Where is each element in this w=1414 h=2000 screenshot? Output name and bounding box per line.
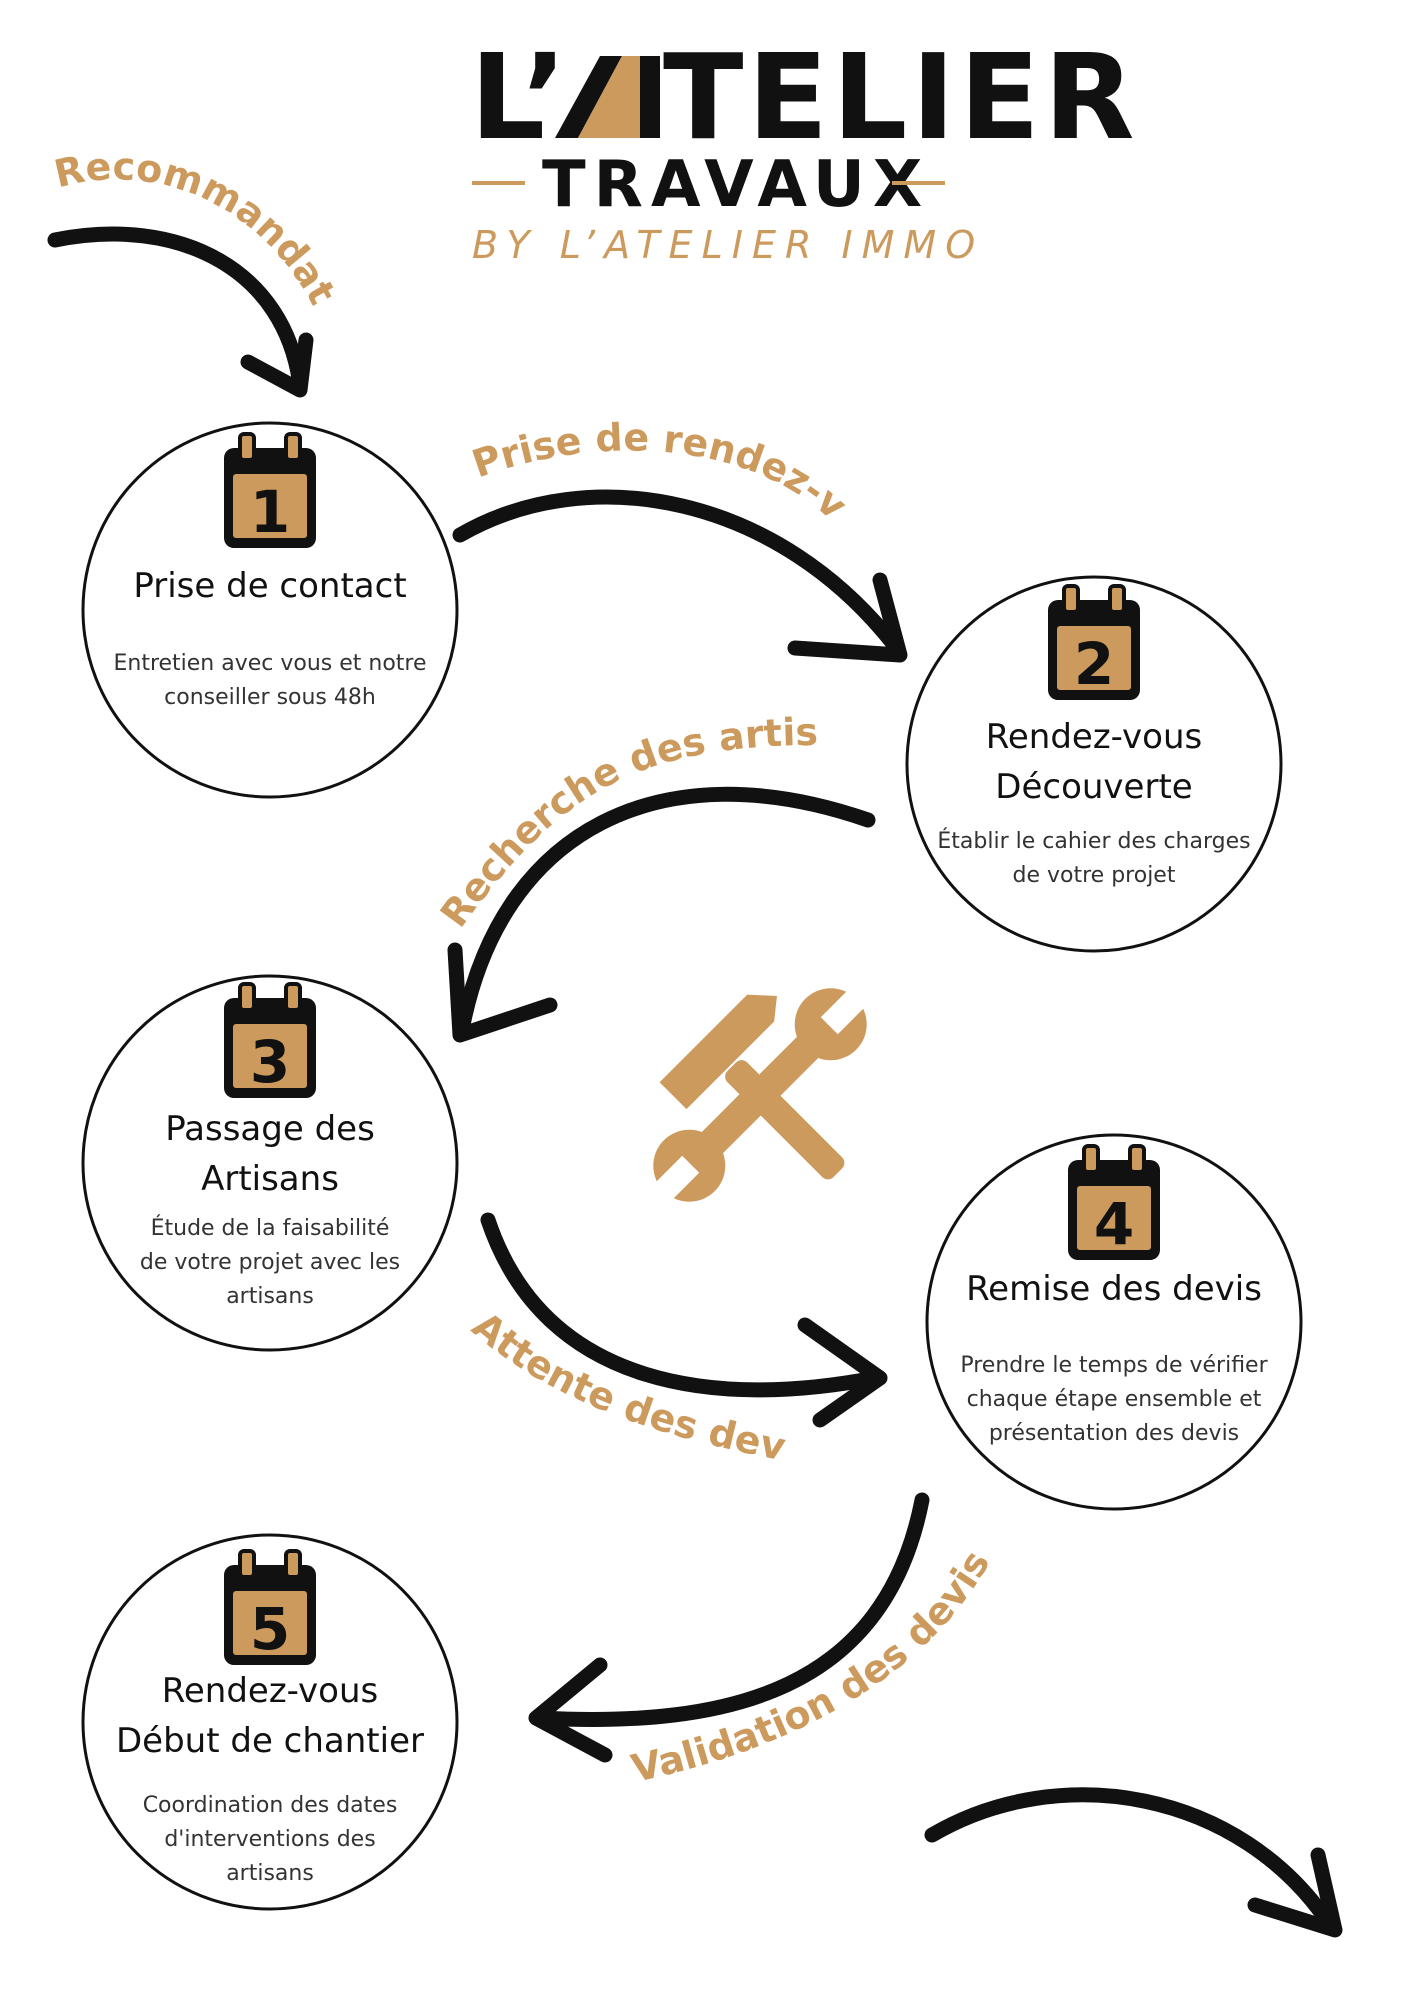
step-description: conseiller sous 48h <box>164 685 376 710</box>
step-circle <box>81 974 459 1352</box>
step-description: de votre projet avec les <box>140 1250 400 1275</box>
step-title: Passage des <box>165 1109 375 1149</box>
step-circle <box>905 575 1283 953</box>
step-title: Prise de contact <box>133 566 406 606</box>
step-description: présentation des devis <box>989 1421 1239 1446</box>
step-title: Début de chantier <box>116 1721 424 1761</box>
calendar-icon: 5 <box>224 1549 316 1665</box>
step-number: 5 <box>250 1595 290 1663</box>
step-description: artisans <box>226 1284 314 1309</box>
arrow-next <box>924 1787 1343 1938</box>
step-description: Prendre le temps de vérifier <box>960 1353 1268 1378</box>
logo-a-mark <box>555 56 660 138</box>
step-number: 3 <box>250 1028 290 1096</box>
step-number: 1 <box>250 478 290 546</box>
arrow-attente-devis <box>480 1212 888 1428</box>
step-title: Rendez-vous <box>162 1671 378 1711</box>
logo-prefix: L’ <box>470 28 571 166</box>
logo-rest: TELIER <box>663 28 1139 166</box>
step-title: Artisans <box>201 1159 339 1199</box>
step-title: Découverte <box>995 767 1192 807</box>
step-number: 2 <box>1074 630 1114 698</box>
calendar-icon: 1 <box>224 432 316 548</box>
step-title: Remise des devis <box>966 1269 1262 1309</box>
step-description: chaque étape ensemble et <box>967 1387 1262 1412</box>
step-number: 4 <box>1094 1190 1134 1258</box>
step-description: d'interventions des <box>164 1827 375 1852</box>
arrow-validation-devis <box>528 1492 930 1763</box>
calendar-icon: 4 <box>1068 1144 1160 1260</box>
step-description: artisans <box>226 1861 314 1886</box>
logo-travaux: TRAVAUX <box>542 148 930 222</box>
arrow-recherche-artisans <box>447 786 876 1043</box>
step-title: Rendez-vous <box>986 717 1202 757</box>
step-description: Étude de la faisabilité <box>151 1215 390 1241</box>
arrow-recommandation <box>47 226 314 398</box>
brand-logo: L’ TELIER TRAVAUX BY L’ATELIER IMMO <box>470 28 1139 267</box>
step-circle <box>81 1533 459 1911</box>
step-description: Établir le cahier des charges <box>937 828 1250 854</box>
step-description: Entretien avec vous et notre <box>113 651 426 676</box>
arrow-prise-rdv <box>452 489 908 663</box>
calendar-icon: 3 <box>224 982 316 1098</box>
wrench-hammer-icon <box>652 987 868 1203</box>
step-circle <box>81 421 459 799</box>
step-description: Coordination des dates <box>143 1793 398 1818</box>
step-description: de votre projet <box>1013 863 1176 888</box>
label-recommandation: Recommandation <box>0 0 344 311</box>
logo-byline: BY L’ATELIER IMMO <box>472 223 984 267</box>
step-circle <box>925 1133 1303 1511</box>
calendar-icon: 2 <box>1048 584 1140 700</box>
